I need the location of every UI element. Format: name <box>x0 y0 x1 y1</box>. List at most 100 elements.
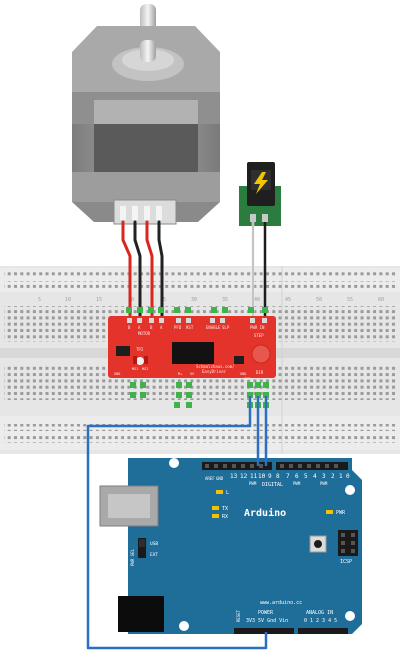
reset-label: RESET <box>236 609 241 622</box>
driver-label-gnd1: GND <box>114 372 120 376</box>
pin-0: 0 <box>346 473 350 480</box>
gnd-wire <box>86 396 268 650</box>
driver-label-mplus: M+ <box>178 372 182 376</box>
mount-hole-4 <box>345 611 355 621</box>
driver-label-ms2: MS2 <box>142 367 148 371</box>
tx-led <box>212 506 219 510</box>
driver-label-slp: SLP <box>222 325 230 330</box>
svg-text:40: 40 <box>254 297 260 303</box>
driver-label-b1: B <box>128 325 131 330</box>
driver-label-5v: 5V <box>190 372 195 376</box>
svg-text:30: 30 <box>191 297 197 303</box>
digital-label: DIGITAL <box>262 482 283 488</box>
pwr-led-label: PWR <box>336 510 346 516</box>
tx-label: TX <box>222 506 228 512</box>
driver-label-pwr-in: PWR IN <box>250 325 265 330</box>
analog-header <box>298 628 348 634</box>
pin-6: 6 <box>295 473 299 480</box>
digital-pin-numbers: 13 12 11 10 9 8 7 6 5 4 3 2 1 0 <box>230 473 350 480</box>
driver-label-pfd: PFD <box>174 325 182 330</box>
arduino-logo: Arduino <box>244 507 286 519</box>
bottom-rail-holes-1 <box>4 424 396 431</box>
rx-label: RX <box>222 514 228 520</box>
driver-label-b2: B <box>150 325 153 330</box>
svg-text:35: 35 <box>222 297 228 303</box>
bottom-power-rail <box>0 416 400 450</box>
analog-pins-label: 0 1 2 3 4 5 <box>304 618 337 624</box>
signal-wires <box>86 396 268 650</box>
pwm-label-2: PWM <box>293 481 301 486</box>
driver-label-ms1: MS1 <box>132 367 138 371</box>
power-jack <box>239 162 281 226</box>
pin-4: 4 <box>313 473 317 480</box>
l-led-label: L <box>226 490 229 496</box>
easydriver-board: B A B A PFD RST ENABLE SLP MOTOR PWR IN … <box>108 316 276 381</box>
svg-text:60: 60 <box>378 297 384 303</box>
pin-12: 12 <box>240 473 248 480</box>
pin-5: 5 <box>304 473 308 480</box>
power-pins-label: 3V3 5V Gnd Vin <box>246 618 288 624</box>
pin-9: 9 <box>268 473 272 480</box>
ext-sel-label: EXT <box>150 552 158 558</box>
arduino-dc-jack <box>118 596 164 632</box>
driver-label-step: STEP <box>254 333 264 338</box>
pwr-sel-jumper <box>138 538 146 558</box>
svg-text:5: 5 <box>38 297 41 303</box>
mount-hole-1 <box>169 458 179 468</box>
pin-2: 2 <box>331 473 335 480</box>
driver-label-dir: DIR <box>256 370 264 375</box>
rx-led <box>212 514 219 518</box>
pin-1: 1 <box>339 473 343 480</box>
svg-text:45: 45 <box>285 297 291 303</box>
pwm-label-1: PWM <box>249 481 257 486</box>
driver-top-pins <box>127 318 267 323</box>
stepper-motor <box>72 4 220 225</box>
driver-inductor <box>116 346 130 356</box>
pin-11: 11 <box>250 473 258 480</box>
analog-label: ANALOG IN <box>306 610 333 616</box>
driver-label-rst: RST <box>186 325 194 330</box>
driver-label-motor: MOTOR <box>138 331 151 336</box>
pwm-label-3: PWM <box>320 481 328 486</box>
jack-wires <box>251 222 267 322</box>
driver-label-a2: A <box>160 325 163 330</box>
driver-credit-2: EasyDriver <box>202 369 227 374</box>
power-label: POWER <box>258 610 274 616</box>
driver-potentiometer <box>136 357 144 365</box>
mount-hole-2 <box>345 485 355 495</box>
driver-label-tp2: TP2 <box>136 347 144 352</box>
l-led <box>216 490 223 494</box>
top-rail-holes-1 <box>4 270 396 277</box>
website-label: www.arduino.cc <box>260 600 302 606</box>
driver-label-enable: ENABLE <box>206 325 221 330</box>
driver-credit-1: Schmalzhaus.com/ <box>196 364 235 369</box>
power-header <box>234 628 294 634</box>
driver-label-gnd2: GND <box>240 372 246 376</box>
svg-text:50: 50 <box>316 297 322 303</box>
arduino-pcb <box>128 458 362 634</box>
svg-text:15: 15 <box>96 297 102 303</box>
pin-7: 7 <box>286 473 290 480</box>
motor-shaft-base <box>140 40 156 62</box>
pwr-led <box>326 510 333 514</box>
bottom-rail-holes-2 <box>4 436 396 443</box>
driver-capacitor <box>251 344 271 364</box>
arduino-board: AREF GND 13 12 11 10 9 8 7 6 5 4 3 2 1 0… <box>99 458 362 634</box>
svg-text:55: 55 <box>347 297 353 303</box>
icsp-label: ICSP <box>340 559 352 565</box>
connected-holes <box>126 307 269 408</box>
gnd-top-label: GND <box>216 476 224 481</box>
driver-label-a1: A <box>138 325 141 330</box>
aref-label: AREF <box>205 476 215 481</box>
pwr-sel-label: PWR SEL <box>130 549 135 566</box>
svg-text:10: 10 <box>65 297 71 303</box>
digital-header-low <box>276 462 348 470</box>
usb-sel-label: USB <box>150 541 158 547</box>
pin-8: 8 <box>276 473 280 480</box>
motor-wires <box>121 220 164 324</box>
driver-label-gnd3: GND <box>244 377 250 381</box>
pin-10: 10 <box>258 473 266 480</box>
pin-13: 13 <box>230 473 238 480</box>
pin-3: 3 <box>322 473 326 480</box>
